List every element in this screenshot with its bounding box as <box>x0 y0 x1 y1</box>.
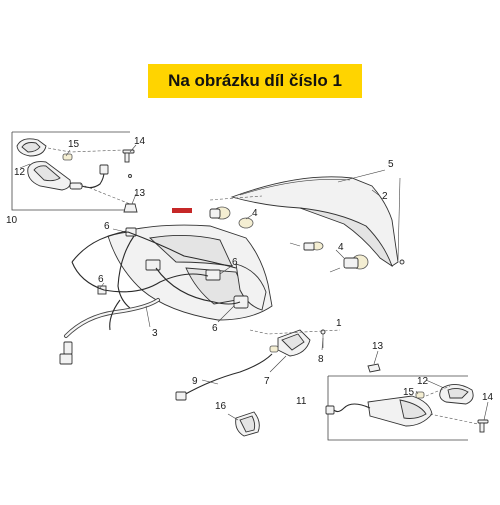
connectors <box>97 227 249 309</box>
leader-lines <box>19 144 489 421</box>
callout-6-a: 6 <box>104 221 110 232</box>
callout-13-right: 13 <box>372 341 384 352</box>
tail-lamp <box>230 176 405 268</box>
callout-15-left: 15 <box>68 139 80 150</box>
frame-11 <box>327 375 468 441</box>
callout-1: 1 <box>336 318 342 329</box>
callout-2: 2 <box>382 191 388 202</box>
banner-text: Na obrázku díl číslo 1 <box>168 71 342 90</box>
callout-4-top: 4 <box>252 208 258 219</box>
callout-5: 5 <box>388 159 394 170</box>
callout-10: 10 <box>6 215 18 226</box>
bulbs <box>209 206 369 273</box>
callout-11: 11 <box>296 396 307 407</box>
left-turn-signal <box>16 138 138 213</box>
wiring-harness <box>59 231 241 365</box>
right-turn-signal <box>325 363 489 433</box>
callout-6-d: 6 <box>212 323 218 334</box>
reflector <box>235 411 260 437</box>
callout-9: 9 <box>192 376 198 387</box>
callout-6-c: 6 <box>98 274 104 285</box>
wire-9 <box>175 353 273 401</box>
callout-15-right: 15 <box>403 387 415 398</box>
license-plate-light <box>269 329 326 357</box>
main-housing <box>107 224 273 321</box>
callout-13-left: 13 <box>134 188 146 199</box>
callout-14-right: 14 <box>482 392 494 403</box>
callout-12-left: 12 <box>14 167 26 178</box>
part-number-banner: Na obrázku díl číslo 1 <box>148 64 362 98</box>
callout-8: 8 <box>318 354 324 365</box>
callout-labels: 12 15 14 13 10 5 2 4 4 6 6 6 6 1 3 7 8 9… <box>6 136 494 412</box>
callout-6-b: 6 <box>232 257 238 268</box>
callout-12-right: 12 <box>417 376 429 387</box>
callout-3: 3 <box>152 328 158 339</box>
callout-16: 16 <box>215 401 227 412</box>
callout-14-left: 14 <box>134 136 146 147</box>
frame-10 <box>11 131 130 211</box>
red-strip <box>172 208 192 213</box>
callout-7: 7 <box>264 376 270 387</box>
callout-4-bottom: 4 <box>338 242 344 253</box>
